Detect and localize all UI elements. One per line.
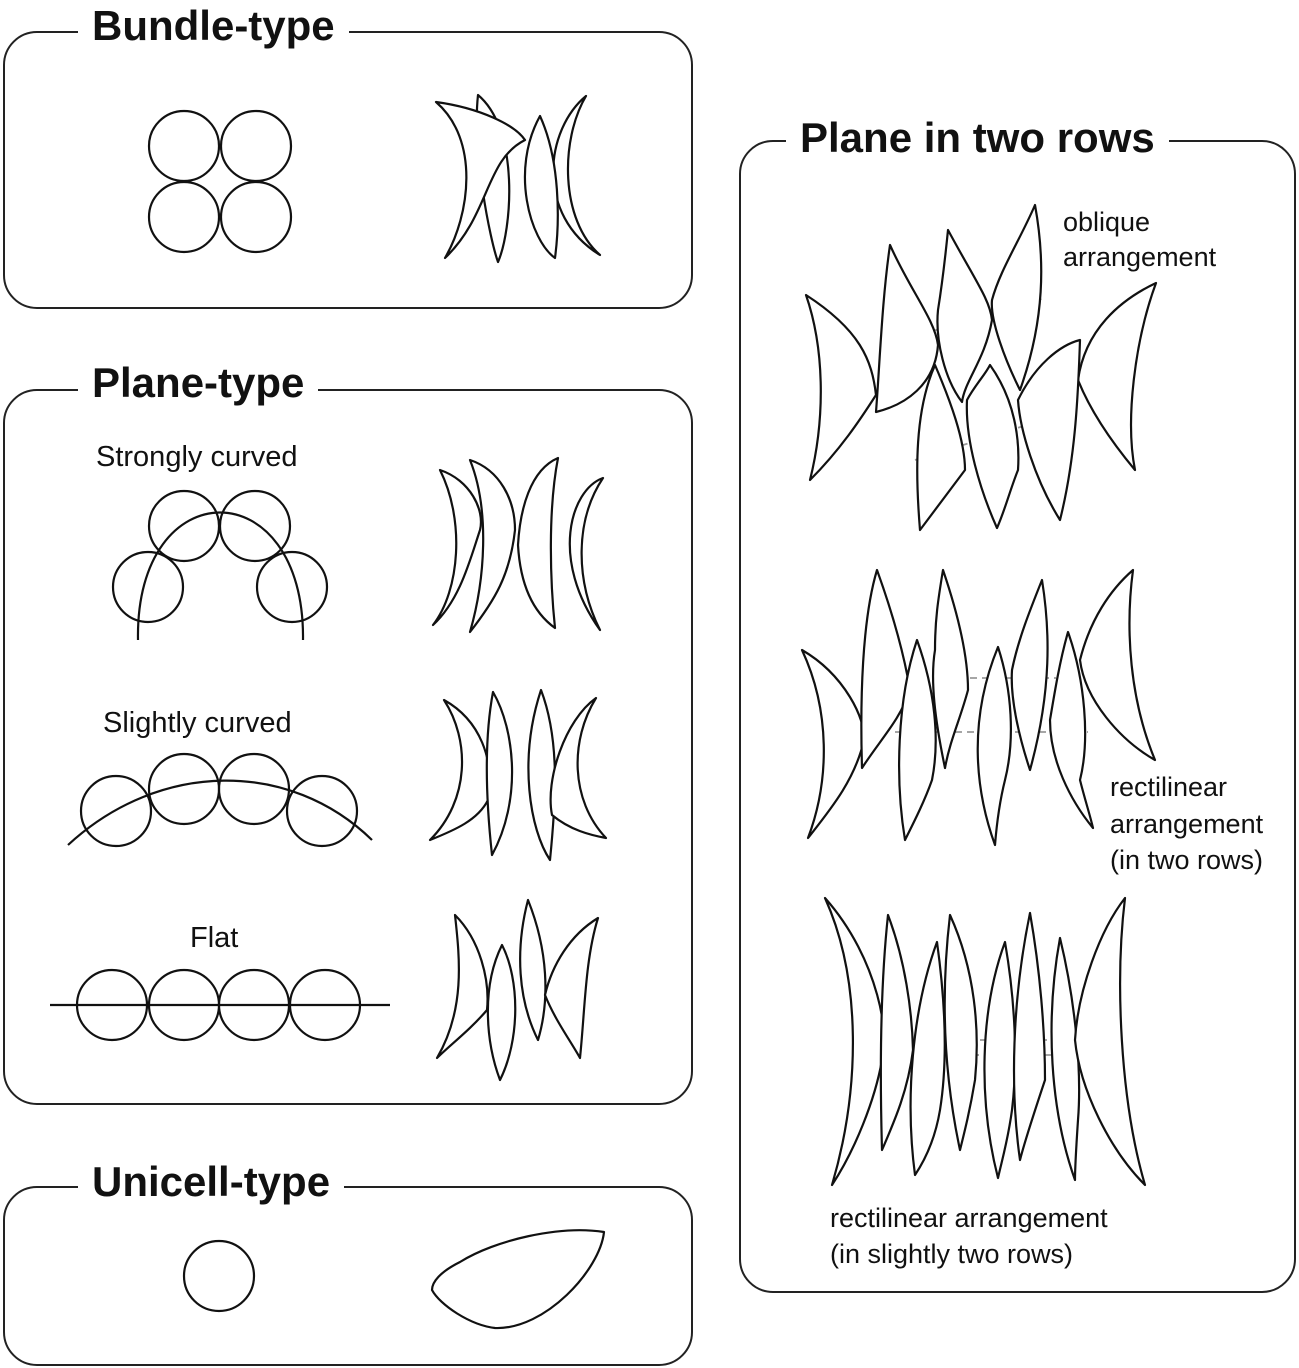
- strongly-curved-circles: [111, 489, 329, 641]
- oblique-cell: [965, 363, 1020, 530]
- unicell-cell: [430, 1229, 606, 1330]
- oblique-cell: [804, 293, 878, 482]
- slight-cell: [943, 913, 978, 1152]
- slightly-curved-circles: [67, 752, 373, 848]
- oblique-cell: [874, 243, 940, 414]
- rectilinear-cell: [931, 568, 970, 770]
- plane-circle: [75, 968, 149, 1042]
- plane-circle: [79, 774, 153, 848]
- flat-label: Flat: [190, 922, 239, 954]
- bundle-circle: [219, 180, 293, 254]
- strongly-curved-label: Strongly curved: [96, 441, 298, 473]
- plane-cell: [431, 468, 483, 627]
- slight-cell: [823, 896, 886, 1187]
- plane-type-title: Plane-type: [78, 358, 319, 408]
- rectilinear-cell: [976, 645, 1012, 847]
- rectilinear-cell: [898, 638, 937, 842]
- unicell-type-title: Unicell-type: [78, 1157, 345, 1207]
- slight-cell: [879, 913, 915, 1152]
- oblique-cell: [916, 363, 967, 532]
- plane-circle: [255, 550, 329, 624]
- rectilinear-cell: [860, 568, 912, 770]
- bundle-circle: [147, 109, 221, 183]
- bundle-cell: [523, 114, 559, 260]
- plane-cell: [516, 456, 560, 630]
- rectilinear-cell: [1048, 630, 1095, 830]
- plane-cell: [485, 690, 514, 857]
- plane-circle: [218, 489, 292, 563]
- rectilinear-label-line3: (in two rows): [1110, 845, 1264, 875]
- flat-cells: [435, 898, 600, 1082]
- bundle-cell: [552, 94, 602, 257]
- plane-circle: [147, 752, 221, 826]
- rectilinear-slight-label-line2: (in slightly two rows): [830, 1239, 1074, 1269]
- plane-circle: [217, 752, 291, 826]
- rectilinear-slight-label-line1: rectilinear arrangement: [830, 1203, 1108, 1233]
- plane-cell: [543, 916, 600, 1060]
- plane-circle: [147, 489, 221, 563]
- oblique-cell: [936, 228, 994, 404]
- bundle-circle: [147, 180, 221, 254]
- plane-circle: [288, 968, 362, 1042]
- strongly-curved-arc: [136, 511, 305, 641]
- unicell-circle: [182, 1239, 256, 1313]
- slight-cell: [909, 940, 946, 1177]
- plane-cell: [468, 458, 517, 634]
- bundle-cell: [434, 100, 527, 260]
- slightly-curved-cells: [428, 688, 608, 862]
- flat-circles: [50, 968, 390, 1042]
- plane-cell: [428, 698, 491, 842]
- oblique-cell: [1076, 281, 1158, 472]
- oblique-cell: [990, 203, 1043, 392]
- slight-cell: [1073, 896, 1147, 1187]
- rectilinear-cell: [1010, 578, 1049, 772]
- oblique-label-line2: arrangement: [1063, 242, 1217, 272]
- strongly-curved-cells: [431, 456, 605, 634]
- slightly-curved-label: Slightly curved: [103, 707, 292, 739]
- plane-cell: [568, 476, 605, 632]
- rectilinear-slight-cells: [823, 896, 1147, 1187]
- plane-type-panel: [3, 389, 693, 1105]
- slight-cell: [1012, 911, 1047, 1162]
- plane-circle: [285, 774, 359, 848]
- two-rows-title: Plane in two rows: [786, 113, 1169, 163]
- plane-circle: [111, 550, 185, 624]
- bundle-type-title: Bundle-type: [78, 1, 349, 51]
- rectilinear-label-line2: arrangement: [1110, 809, 1264, 839]
- rectilinear-label-line1: rectilinear: [1110, 772, 1228, 802]
- rectilinear-cell: [800, 648, 866, 840]
- bundle-cells: [434, 93, 602, 264]
- rectilinear-cells: [800, 568, 1157, 847]
- oblique-label-line1: oblique: [1063, 207, 1151, 237]
- slight-cell: [983, 940, 1017, 1180]
- plane-cell: [527, 688, 557, 862]
- oblique-cell: [1016, 338, 1082, 522]
- plane-cell: [435, 913, 489, 1060]
- bundle-circles: [147, 109, 293, 254]
- plane-cell: [549, 696, 608, 840]
- rectilinear-cell: [1078, 568, 1157, 762]
- plane-cell: [519, 898, 547, 1042]
- slight-cell: [1050, 936, 1081, 1182]
- bundle-circle: [219, 109, 293, 183]
- plane-cell: [486, 943, 517, 1082]
- unicell-type-panel: [3, 1186, 693, 1366]
- oblique-cells: [804, 203, 1158, 532]
- slightly-curved-arc: [67, 779, 373, 846]
